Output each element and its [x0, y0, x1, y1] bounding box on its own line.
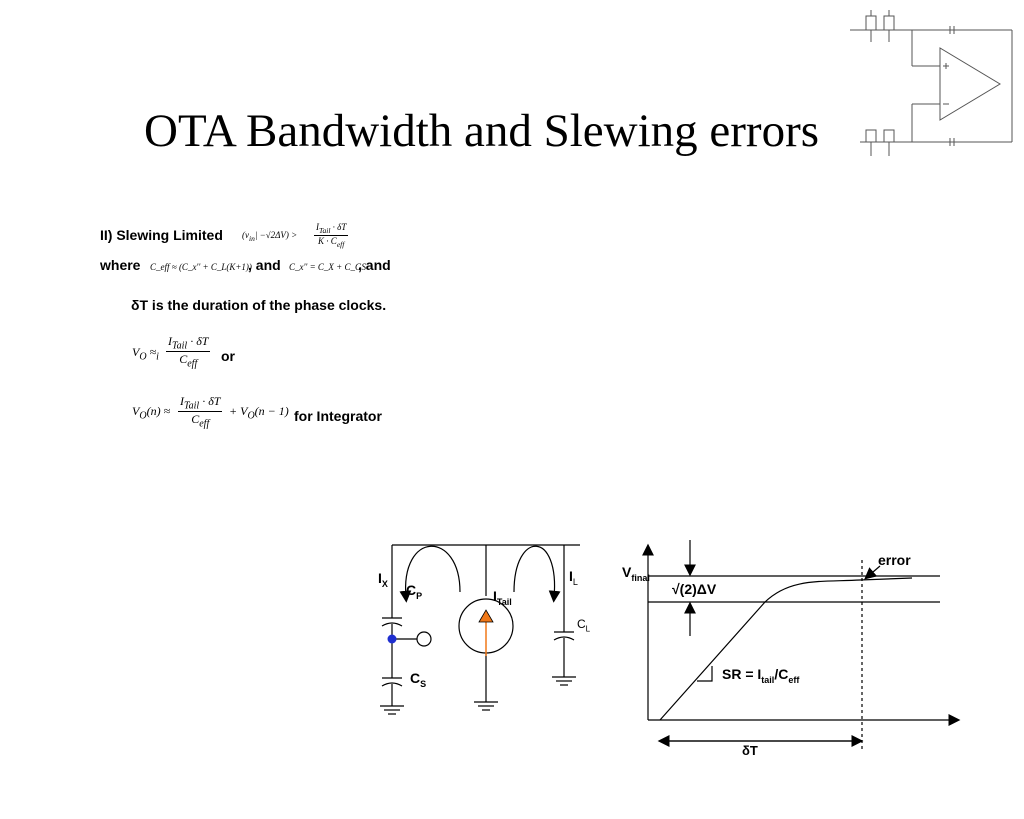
cs-label: CS [410, 670, 427, 689]
cp-label: CP [406, 582, 423, 601]
slewing-eq-left: (vin| −√2ΔV) > [242, 230, 298, 243]
vfinal-label: Vfinal [622, 564, 650, 583]
sqrt-2-delta-v-label: √(2)ΔV [672, 581, 717, 597]
or-label: or [221, 348, 235, 364]
cx-equation: C_x'' = C_X + C_GS [289, 262, 366, 272]
vo-integrator-right: + VO(n − 1) [229, 404, 289, 422]
ceff-equation: C_eff ≈ (C_x'' + C_L(K+1)) [150, 262, 252, 272]
where-label: where [100, 257, 141, 273]
and-label-2: , and [358, 257, 391, 273]
vo-approx-fraction: ITail · δT Ceff [166, 334, 211, 370]
error-label: error [878, 552, 911, 568]
delta-t-description: δT is the duration of the phase clocks. [131, 297, 387, 313]
slewing-eq-fraction: ITail · δT K · Ceff [314, 222, 349, 249]
delta-t-label: δT [742, 743, 758, 758]
ix-label: IX [378, 570, 388, 589]
slide-title: OTA Bandwidth and Slewing errors [144, 105, 820, 157]
vo-approx-left: VO ≈i [132, 345, 159, 363]
vo-integrator-fraction: ITail · δT Ceff [178, 394, 223, 430]
il-label: IL [569, 568, 578, 587]
vo-integrator-left: VO(n) ≈ [132, 404, 171, 422]
for-integrator-label: for Integrator [294, 408, 382, 424]
current-source-arrow-icon [478, 609, 494, 623]
cl-label: CL [577, 617, 591, 634]
sense-node [387, 634, 397, 644]
slewing-limited-label: II) Slewing Limited [100, 227, 223, 243]
slew-rate-label: SR = Itail/Ceff [722, 666, 800, 685]
itail-label: ITail [493, 588, 512, 607]
and-label-1: , and [248, 257, 281, 273]
